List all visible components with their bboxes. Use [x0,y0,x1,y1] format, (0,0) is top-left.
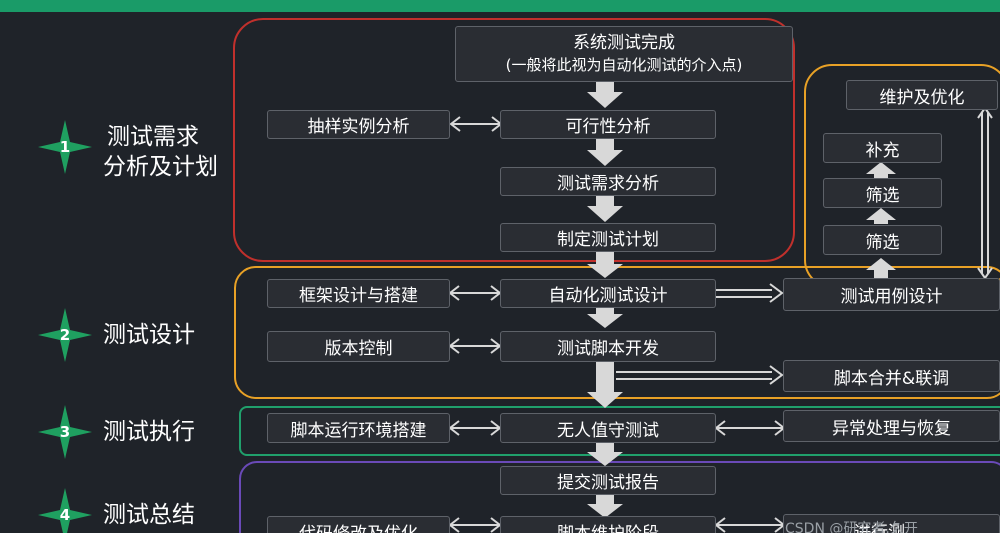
phase-3-number: 3 [59,423,71,441]
phase-4-star: 4 [36,486,94,533]
arrow-down-7 [587,440,623,466]
box-requirement-analysis: 测试需求分析 [500,167,716,196]
arrow-double-framework [448,285,502,301]
box-sampling-analysis: 抽样实例分析 [267,110,450,139]
system-test-done-title: 系统测试完成 [573,33,675,53]
box-system-test-done: 系统测试完成 (一般将此视为自动化测试的介入点) [455,26,793,82]
box-maintain-optimize: 维护及优化 [846,80,998,110]
phase-2-label: 测试设计 [103,322,195,348]
arrow-double-release [714,517,786,533]
arrow-up-3 [866,162,896,178]
arrow-double-sampling [449,116,503,132]
top-bar [0,0,1000,12]
phase-3-star: 3 [36,403,94,461]
arrow-vertical-maintenance [977,106,993,280]
box-submit-report: 提交测试报告 [500,466,716,495]
phase-1-label-line2: 分析及计划 [103,154,218,180]
phase-1-number: 1 [59,138,71,156]
box-code-modify: 代码修改及优化 [267,516,450,533]
box-unattended-test: 无人值守测试 [500,413,716,443]
box-exception-handling: 异常处理与恢复 [783,410,1000,442]
arrow-right-merge [616,365,784,385]
phase-1-label-line1: 测试需求 [107,124,199,150]
arrow-down-1 [587,82,623,108]
box-filter-1: 筛选 [823,178,942,208]
box-script-maintenance: 脚本维护阶段 [500,516,716,533]
arrow-up-1 [866,258,896,278]
box-runtime-env: 脚本运行环境搭建 [267,413,450,443]
phase-1-label: 测试需求 分析及计划 [103,122,218,182]
box-automation-design: 自动化测试设计 [500,279,716,308]
box-supplement: 补充 [823,133,942,163]
arrow-double-runtime [448,420,502,436]
group-test-summary [239,461,1000,533]
box-version-control: 版本控制 [267,331,450,362]
group-analysis-plan [233,18,795,262]
arrow-down-6 [587,362,623,408]
arrow-double-exception [714,420,786,436]
arrow-down-4 [587,252,623,278]
box-framework-design: 框架设计与搭建 [267,279,450,308]
box-filter-2: 筛选 [823,225,942,255]
arrow-down-2 [587,138,623,166]
phase-2-number: 2 [59,326,71,344]
watermark: CSDN @研究者.久开 [785,521,918,533]
arrow-down-5 [587,308,623,328]
arrow-double-code [448,517,502,533]
arrow-up-2 [866,208,896,224]
phase-1-star: 1 [36,118,94,176]
group-test-execution [239,406,1000,456]
phase-3-label: 测试执行 [103,419,195,445]
box-script-merge: 脚本合并&联调 [783,360,1000,392]
arrow-right-testcase [716,283,784,303]
phase-4-number: 4 [59,506,71,524]
box-test-plan: 制定测试计划 [500,223,716,252]
box-testcase-design: 测试用例设计 [783,278,1000,311]
phase-2-star: 2 [36,306,94,364]
arrow-down-3 [587,194,623,222]
arrow-down-8 [587,494,623,518]
arrow-double-version [448,338,502,354]
phase-4-label: 测试总结 [103,502,195,528]
box-feasibility-analysis: 可行性分析 [500,110,716,139]
box-script-development: 测试脚本开发 [500,331,716,362]
system-test-done-note: (一般将此视为自动化测试的介入点) [505,56,743,74]
